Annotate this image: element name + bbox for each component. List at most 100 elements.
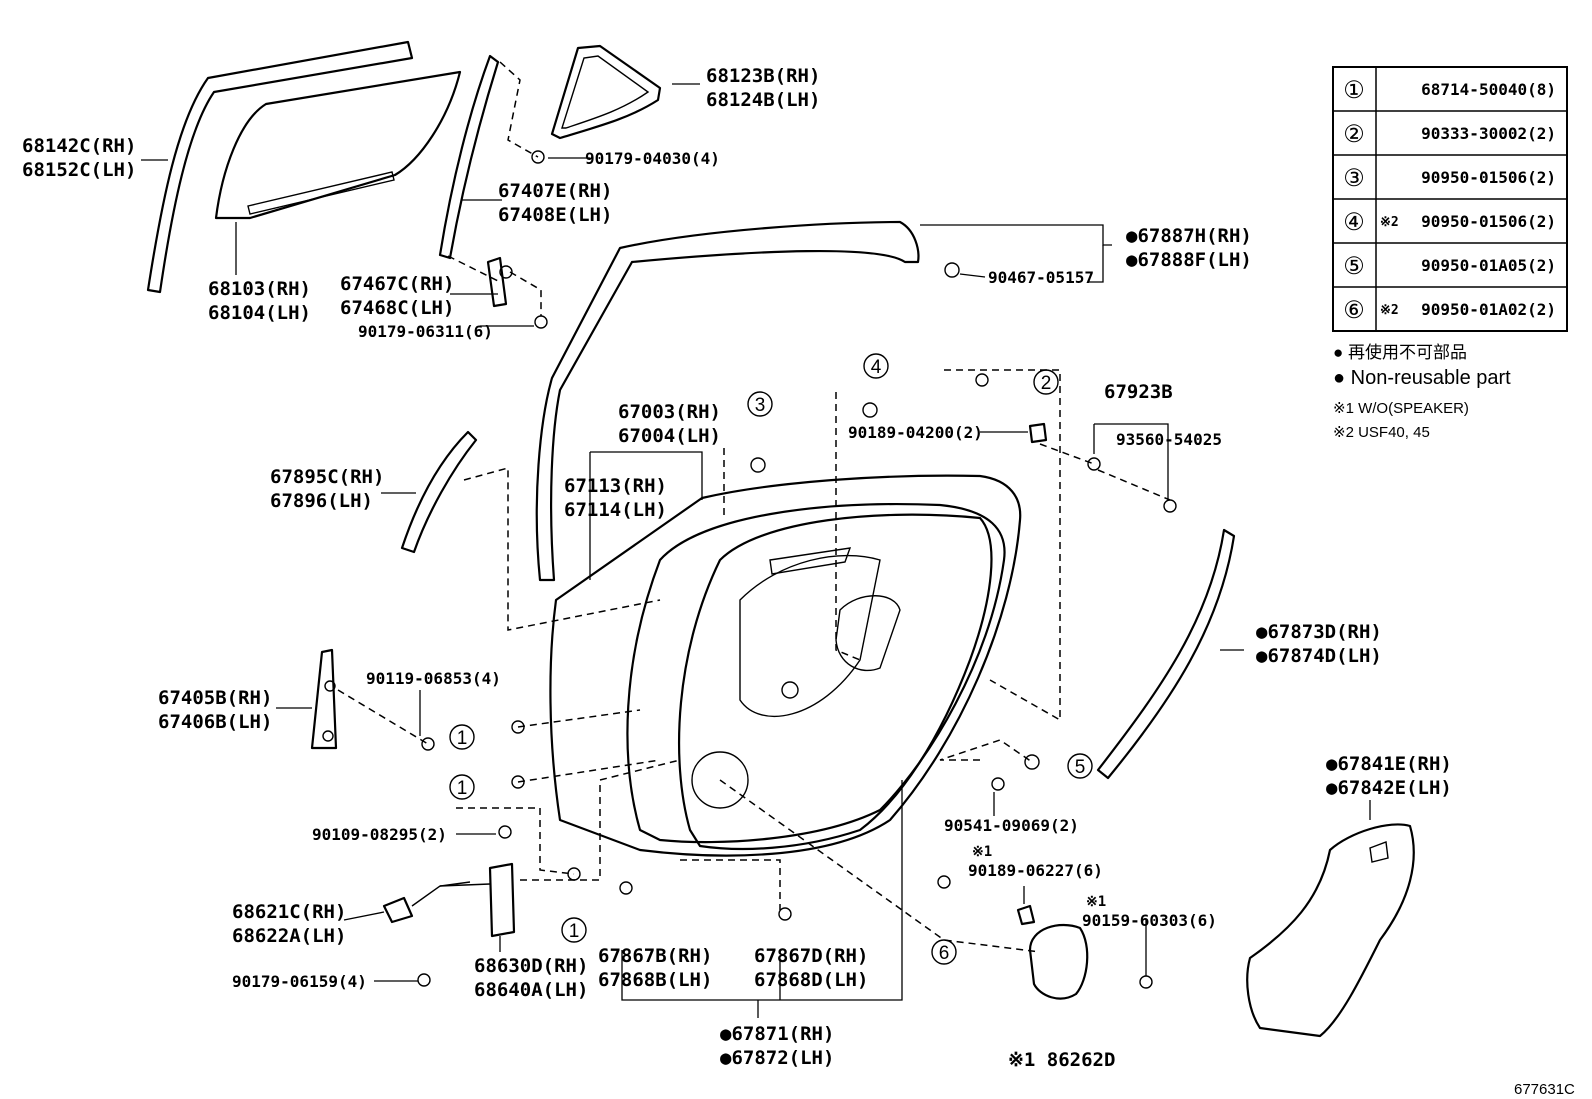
- upper-weatherstrip: [535, 220, 920, 582]
- leader-lines: [141, 83, 1371, 1018]
- label-screw-04200: 90189-04200(2): [848, 423, 983, 442]
- label-note1-a: ※1: [972, 844, 992, 860]
- table-part-3: 90950-01506(2): [1421, 168, 1556, 187]
- lower-channel: [310, 648, 338, 750]
- svg-text:5: 5: [1075, 757, 1086, 778]
- window-bracket: [486, 256, 513, 308]
- label-seal-b-lh: 67868B(LH): [598, 969, 712, 991]
- callout-markers: 1 1 1 2 3 4 5 6: [449, 353, 1093, 965]
- table-no-6: ⑥: [1343, 297, 1365, 324]
- label-panel-lh: 67004(LH): [618, 425, 721, 447]
- label-speaker: ※1 86262D: [1008, 1049, 1115, 1071]
- label-side-seal-lh: ●67874D(LH): [1256, 645, 1382, 667]
- callout-6: 6: [931, 939, 957, 965]
- legend-note1: ※1 W/O(SPEAKER): [1333, 400, 1469, 417]
- table-note-4: ※2: [1380, 215, 1399, 230]
- svg-text:1: 1: [457, 778, 468, 799]
- label-nut-06159: 90179-06159(4): [232, 972, 367, 991]
- label-seal-d-lh: 67868D(LH): [754, 969, 868, 991]
- label-weatherstrip-main-lh: ●67872(LH): [720, 1047, 834, 1069]
- legend: ● 再使用不可部品 ● Non-reusable part ※1 W/O(SPE…: [1333, 342, 1511, 441]
- front-channel: [438, 54, 500, 260]
- callout-1c: 1: [561, 917, 587, 943]
- callout-5: 5: [1067, 753, 1093, 779]
- callout-2: 2: [1033, 369, 1059, 395]
- glass-run-strip: [146, 40, 414, 294]
- label-67923b: 67923B: [1104, 381, 1173, 403]
- label-lower-channel-rh: 67405B(RH): [158, 687, 272, 709]
- label-check-rh: 68621C(RH): [232, 901, 346, 923]
- svg-text:6: 6: [939, 943, 950, 964]
- part-labels: 68142C(RH) 68152C(LH) 68103(RH) 68104(LH…: [22, 65, 1575, 1098]
- label-channel-lh: 67408E(LH): [498, 204, 612, 226]
- label-seal-b-rh: 67867B(RH): [598, 945, 712, 967]
- label-hinge-lh: 68640A(LH): [474, 979, 588, 1001]
- table-note-6: ※2: [1380, 303, 1399, 318]
- callout-4: 4: [863, 353, 889, 379]
- svg-text:1: 1: [569, 921, 580, 942]
- label-panel-rh: 67003(RH): [618, 401, 721, 423]
- label-seal-d-rh: 67867D(RH): [754, 945, 868, 967]
- label-glass-run-lh: 68152C(LH): [22, 159, 136, 181]
- fasteners: [417, 150, 1177, 989]
- label-nut-04030: 90179-04030(4): [585, 149, 720, 168]
- frame-moulding: [400, 430, 478, 554]
- label-clip-09069: 90541-09069(2): [944, 816, 1079, 835]
- label-bracket-lh: 67468C(LH): [340, 297, 454, 319]
- table-no-3: ③: [1343, 165, 1365, 192]
- label-quarter-lh: 68124B(LH): [706, 89, 820, 111]
- table-no-4: ④: [1343, 209, 1365, 236]
- label-cover-rh: ●67841E(RH): [1326, 753, 1452, 775]
- label-glass-lh: 68104(LH): [208, 302, 311, 324]
- dashed-lines: [337, 61, 1171, 953]
- label-glass-rh: 68103(RH): [208, 278, 311, 300]
- quarter-window-glass: [550, 44, 662, 140]
- legend-en: ● Non-reusable part: [1333, 367, 1511, 389]
- speaker: [1028, 923, 1089, 1000]
- table-part-4: 90950-01506(2): [1421, 212, 1556, 231]
- label-note1-b: ※1: [1086, 894, 1106, 910]
- label-lower-channel-lh: 67406B(LH): [158, 711, 272, 733]
- door-glass: [214, 70, 462, 220]
- label-cover-lh: ●67842E(LH): [1326, 777, 1452, 799]
- label-weatherstrip-upper-rh: ●67887H(RH): [1126, 225, 1252, 247]
- service-hole-cover: [1246, 823, 1415, 1038]
- label-93560: 93560-54025: [1116, 430, 1222, 449]
- svg-text:3: 3: [755, 395, 766, 416]
- label-hinge-rh: 68630D(RH): [474, 955, 588, 977]
- svg-text:1: 1: [457, 728, 468, 749]
- callout-1a: 1: [449, 724, 475, 750]
- label-bolt-08295: 90109-08295(2): [312, 825, 447, 844]
- table-part-5: 90950-01A05(2): [1421, 256, 1556, 275]
- label-panel-sub-rh: 67113(RH): [564, 475, 667, 497]
- table-part-1: 68714-50040(8): [1421, 80, 1556, 99]
- side-seal: [1096, 528, 1236, 780]
- table-no-2: ②: [1343, 121, 1365, 148]
- label-screw-06227: 90189-06227(6): [968, 861, 1103, 880]
- label-bracket-rh: 67467C(RH): [340, 273, 454, 295]
- reference-table: ① 68714-50040(8) ② 90333-30002(2) ③ 9095…: [1332, 66, 1568, 332]
- rear-door-panel: [549, 474, 1022, 857]
- door-check: [382, 881, 471, 924]
- label-screw-60303: 90159-60303(6): [1082, 911, 1217, 930]
- table-part-2: 90333-30002(2): [1421, 124, 1556, 143]
- label-bolt-06853: 90119-06853(4): [366, 669, 501, 688]
- label-glass-run-rh: 68142C(RH): [22, 135, 136, 157]
- label-weatherstrip-upper-lh: ●67888F(LH): [1126, 249, 1252, 271]
- label-check-lh: 68622A(LH): [232, 925, 346, 947]
- svg-text:2: 2: [1041, 373, 1052, 394]
- door-hinge: [439, 862, 516, 938]
- callout-3: 3: [747, 391, 773, 417]
- label-quarter-rh: 68123B(RH): [706, 65, 820, 87]
- label-weatherstrip-main-rh: ●67871(RH): [720, 1023, 834, 1045]
- callout-1b: 1: [449, 774, 475, 800]
- table-no-5: ⑤: [1343, 253, 1365, 280]
- label-side-seal-rh: ●67873D(RH): [1256, 621, 1382, 643]
- table-part-6: 90950-01A02(2): [1421, 300, 1556, 319]
- svg-text:4: 4: [871, 357, 882, 378]
- diagram-id: 677631C: [1514, 1081, 1575, 1098]
- legend-jp: ● 再使用不可部品: [1333, 342, 1467, 362]
- label-moulding-lh: 67896(LH): [270, 490, 373, 512]
- label-nut-06311: 90179-06311(6): [358, 322, 493, 341]
